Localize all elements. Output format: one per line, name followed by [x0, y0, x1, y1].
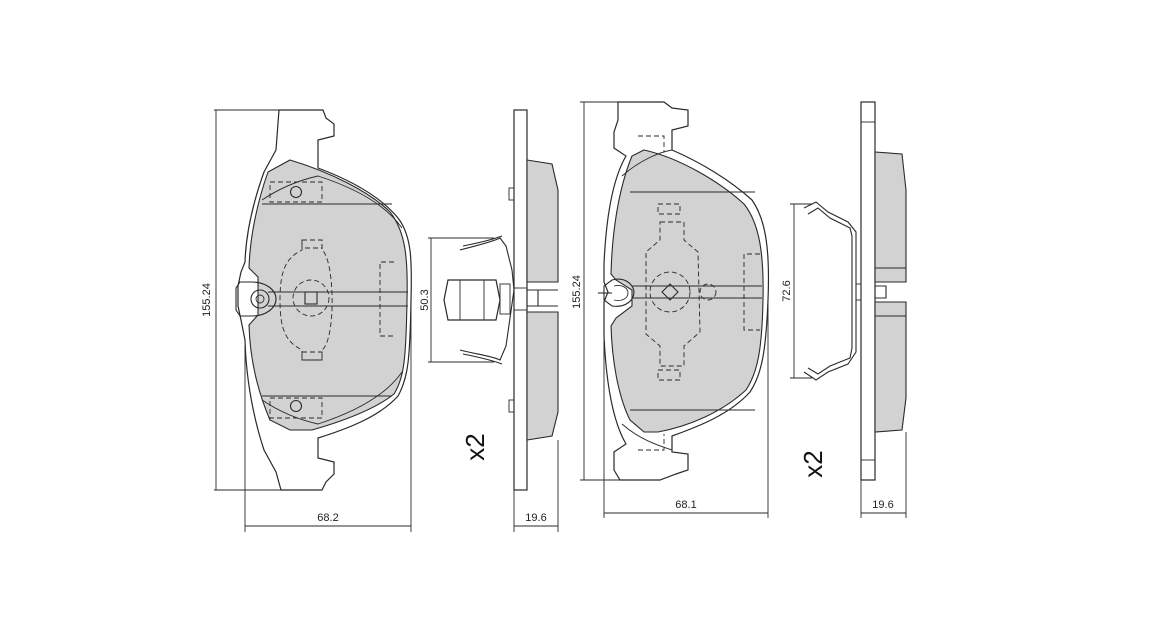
pad2-height-label: 155.24: [571, 275, 583, 309]
pad2-width-label: 68.1: [675, 499, 696, 511]
pad2-spring-clip: 72.6 x2: [781, 201, 857, 478]
pad1-clip-quantity: x2: [460, 433, 490, 460]
pad2-side-friction-lower: [874, 301, 907, 433]
pad1-thickness-dimension: 19.6: [513, 440, 559, 532]
pad2-clip-quantity: x2: [798, 450, 828, 477]
pad1-width-label: 68.2: [317, 512, 338, 524]
pad2-friction-material: [610, 149, 764, 433]
pad1-clip-height-dimension: 50.3: [419, 237, 494, 363]
pad1-hole-bottom: [289, 399, 303, 413]
pad2-clip-height-dimension: 72.6: [781, 203, 812, 379]
pad1-side-plate: [513, 109, 528, 491]
pad2-thickness-dimension: 19.6: [860, 432, 907, 518]
pad1-height-dimension: 155.24: [201, 109, 281, 491]
pad2-side-plate: [860, 101, 876, 481]
pad1-height-label: 155.24: [201, 283, 213, 317]
pad1-side-view: 19.6: [508, 109, 559, 532]
pad1-spring-clip: 50.3 x2: [419, 235, 515, 461]
pad1-sensor-clip: [235, 281, 277, 317]
pad2-sensor-clip: [603, 278, 635, 307]
pad1-friction-material: [248, 159, 408, 431]
pad1-side-friction-upper: [526, 159, 559, 283]
pad2-width-dimension: 68.1: [603, 300, 769, 518]
pad1-width-dimension: 68.2: [244, 300, 412, 532]
pad1-thickness-label: 19.6: [525, 512, 546, 524]
pad1-clip-height-label: 50.3: [419, 289, 431, 310]
pad2-height-dimension: 155.24: [571, 101, 620, 481]
pad2-thickness-label: 19.6: [872, 499, 893, 511]
pad1-side-friction-lower: [526, 311, 559, 441]
pad2-front-view: 155.24 68.1: [571, 101, 770, 518]
pad2-side-friction-upper: [874, 151, 907, 283]
pad2-clip-height-label: 72.6: [781, 280, 793, 301]
pad1-front-view: 155.24 68.2: [201, 109, 412, 532]
pad2-side-view: 19.6: [855, 101, 907, 518]
pad1-hole-top: [289, 185, 303, 199]
